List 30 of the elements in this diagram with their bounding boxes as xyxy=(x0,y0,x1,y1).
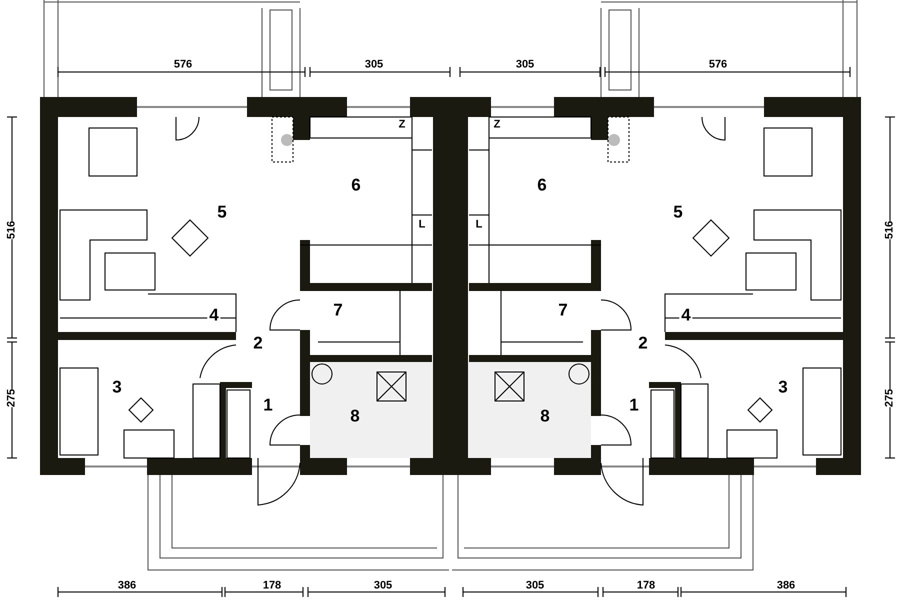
dimension-label: 178 xyxy=(636,580,656,592)
dimension-label: 305 xyxy=(374,580,392,592)
room-number: 1 xyxy=(629,396,639,414)
dimension-label: 576 xyxy=(708,60,728,70)
room-number: 1 xyxy=(263,396,273,414)
room-number: 2 xyxy=(253,334,263,352)
dimension-label: 576 xyxy=(174,60,192,70)
dimension-label: 516 xyxy=(6,220,18,240)
room-number: 7 xyxy=(558,302,568,318)
room-number: 7 xyxy=(333,302,343,318)
room-number: 5 xyxy=(217,204,227,220)
appliance-letter: Z xyxy=(398,120,406,130)
appliance-letter: Z xyxy=(494,120,500,130)
room-number: 8 xyxy=(540,408,550,424)
dimension-label: 386 xyxy=(776,580,796,592)
dimension-label: 305 xyxy=(516,60,534,70)
room-number: 5 xyxy=(673,204,683,220)
dimension-label: 178 xyxy=(262,580,282,592)
room-number: 2 xyxy=(638,334,648,352)
room-number: 3 xyxy=(112,378,122,396)
room-number: 6 xyxy=(537,176,547,194)
dimension-label: 275 xyxy=(884,388,896,408)
room-number: 8 xyxy=(350,408,360,424)
dimension-label: 305 xyxy=(526,580,544,592)
dimension-label: 275 xyxy=(6,388,18,408)
dimension-label: 516 xyxy=(884,220,896,240)
dimension-label: 386 xyxy=(118,580,136,592)
dimension-label: 305 xyxy=(364,60,384,70)
room-number: 6 xyxy=(351,176,361,194)
room-number: 3 xyxy=(778,378,788,396)
